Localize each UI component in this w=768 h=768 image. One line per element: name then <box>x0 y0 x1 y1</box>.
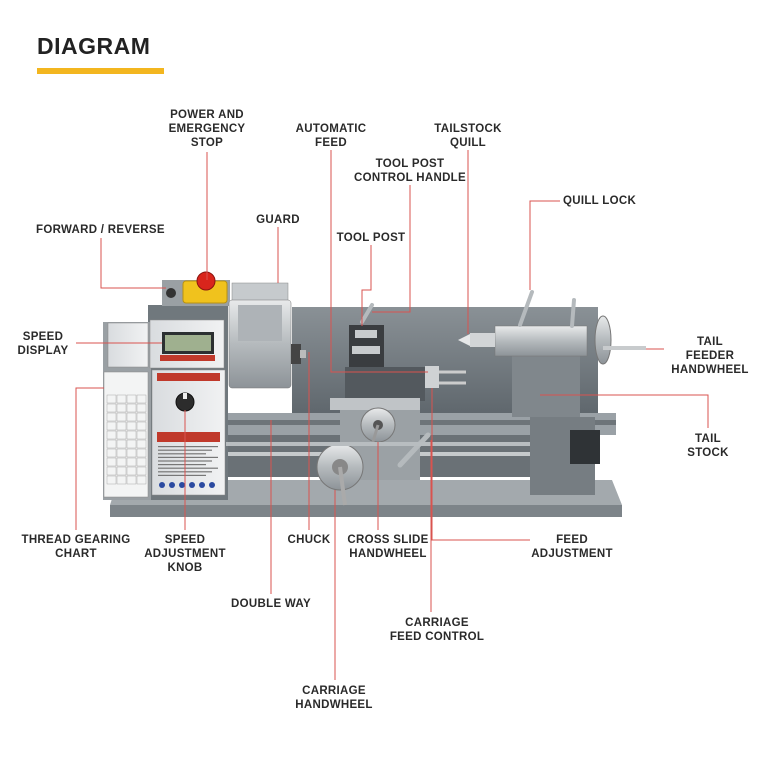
label-speed-display: SPEED DISPLAY <box>17 331 69 357</box>
chart-cell <box>126 421 137 431</box>
label-carriage-feed-control: CARRIAGE FEED CONTROL <box>389 617 485 643</box>
fine-print-line <box>158 456 218 458</box>
fine-print-line <box>158 453 206 455</box>
label-quill-lock: QUILL LOCK <box>563 195 637 207</box>
chart-cell <box>126 466 137 476</box>
leader-line-automatic-feed <box>330 150 428 373</box>
chart-cell <box>136 439 147 449</box>
panel-icons <box>159 482 215 488</box>
page-title: DIAGRAM <box>37 33 151 59</box>
chart-cell <box>126 412 137 422</box>
chart-cell <box>136 448 147 458</box>
emergency-stop-button[interactable] <box>196 271 216 291</box>
chart-cell <box>126 394 137 404</box>
chart-cell <box>106 448 117 458</box>
chip-tray <box>110 480 622 517</box>
label-chuck: CHUCK <box>287 534 331 546</box>
leader-line-feed-adjust <box>431 388 530 541</box>
chart-cell <box>126 439 137 449</box>
label-power-emergency-stop: POWER AND EMERGENCY STOP <box>168 109 246 149</box>
chart-grid <box>106 394 147 485</box>
panel-fine-print <box>158 446 218 476</box>
chart-cell <box>136 394 147 404</box>
chuck-guard <box>228 282 292 389</box>
chart-cell <box>106 466 117 476</box>
thread-gearing-chart <box>103 371 149 498</box>
tool-post <box>349 303 384 367</box>
title-underline <box>37 68 164 74</box>
chart-cell <box>126 430 137 440</box>
label-carriage-handwheel: CARRIAGE HANDWHEEL <box>295 685 373 711</box>
label-tailstock-quill: TAILSTOCK QUILL <box>434 123 502 149</box>
chart-cell <box>106 403 117 413</box>
chart-cell <box>136 430 147 440</box>
tailstock-quill <box>470 333 495 347</box>
label-tail-stock: TAIL STOCK <box>687 433 729 459</box>
leader-line-tool-post <box>361 245 372 326</box>
leader-lines <box>75 150 709 680</box>
chart-cell <box>116 412 127 422</box>
chart-cell <box>116 394 127 404</box>
fine-print-line <box>158 464 206 466</box>
chart-cell <box>116 457 127 467</box>
leader-line-thread-chart <box>75 387 104 530</box>
label-automatic-feed: AUTOMATIC FEED <box>295 123 367 149</box>
tool-post-control-handle[interactable] <box>360 303 374 324</box>
speed-display-panel <box>107 319 225 369</box>
chart-cell <box>126 475 137 485</box>
chart-cell <box>116 466 127 476</box>
chart-cell <box>116 439 127 449</box>
lead-screw <box>226 442 586 446</box>
chart-cell <box>136 421 147 431</box>
chuck <box>291 344 306 364</box>
chart-cell <box>106 457 117 467</box>
chart-cell <box>116 403 127 413</box>
chart-cell <box>106 475 117 485</box>
chart-cell <box>106 421 117 431</box>
leader-line-quill-lock <box>529 200 560 290</box>
chart-cell <box>106 412 117 422</box>
chart-cell <box>116 430 127 440</box>
chart-cell <box>126 457 137 467</box>
chart-cell <box>136 475 147 485</box>
speed-control-panel <box>151 369 226 496</box>
label-feed-adjustment: FEED ADJUSTMENT <box>531 534 613 560</box>
chart-cell <box>126 448 137 458</box>
fine-print-line <box>158 446 218 448</box>
label-double-way: DOUBLE WAY <box>231 598 311 610</box>
chart-cell <box>106 394 117 404</box>
chart-cell <box>106 430 117 440</box>
fine-print-line <box>158 474 206 476</box>
label-tool-post-control-handle: TOOL POST CONTROL HANDLE <box>354 158 466 184</box>
chart-cell <box>116 448 127 458</box>
chart-cell <box>136 412 147 422</box>
chart-cell <box>116 421 127 431</box>
chart-cell <box>136 457 147 467</box>
label-tail-feeder-handwheel: TAIL FEEDER HANDWHEEL <box>671 336 749 376</box>
fine-print-line <box>158 467 218 469</box>
power-emergency-stop[interactable] <box>162 271 230 306</box>
leader-line-tail-stock <box>540 394 709 428</box>
leader-line-tool-post-control <box>372 185 411 313</box>
label-forward-reverse: FORWARD / REVERSE <box>36 224 165 236</box>
chart-cell <box>136 466 147 476</box>
chart-cell <box>136 403 147 413</box>
chart-cell <box>126 403 137 413</box>
label-guard: GUARD <box>256 214 300 226</box>
label-thread-gearing-chart: THREAD GEARING CHART <box>21 534 131 560</box>
tail-feeder-handwheel[interactable] <box>594 315 646 365</box>
label-speed-adjustment-knob: SPEED ADJUSTMENT KNOB <box>144 534 226 574</box>
bed-end-bracket <box>570 430 600 464</box>
feed-adjustment-lever[interactable] <box>397 432 431 468</box>
quill-lock-handle[interactable] <box>518 290 534 327</box>
label-cross-slide-handwheel: CROSS SLIDE HANDWHEEL <box>347 534 429 560</box>
label-tool-post: TOOL POST <box>336 232 406 244</box>
chart-cell <box>106 439 117 449</box>
chart-cell <box>116 475 127 485</box>
leader-line-forward-reverse <box>100 238 166 289</box>
forward-reverse-switch[interactable] <box>166 288 176 298</box>
